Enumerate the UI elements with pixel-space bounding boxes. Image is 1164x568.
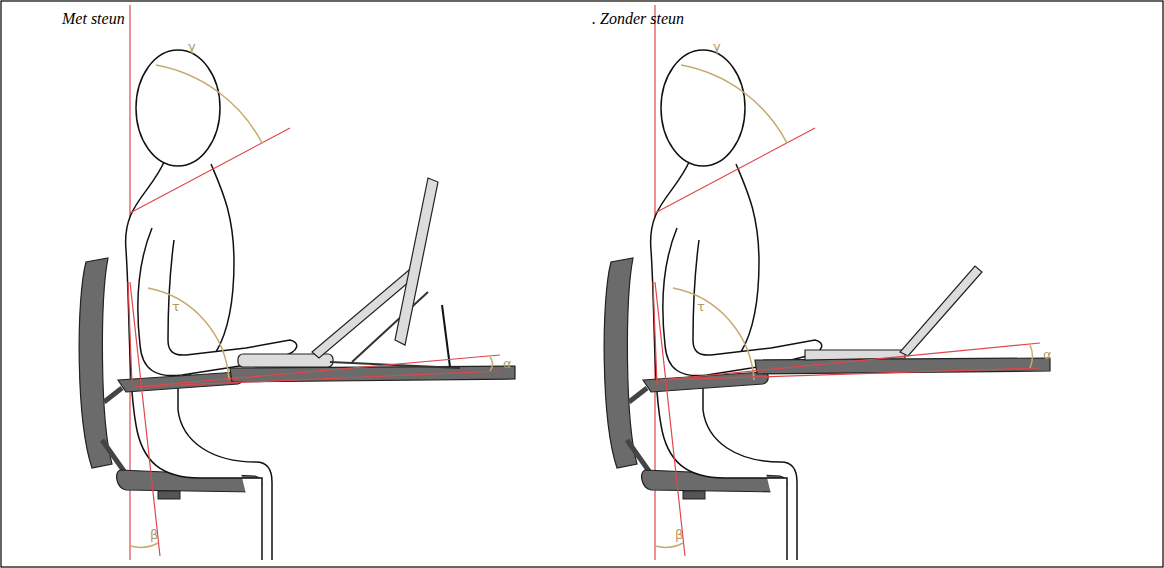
angle-label: γ [188, 40, 196, 54]
desk-with-stand [230, 178, 515, 382]
angle-label: τ [697, 300, 705, 314]
seated-person [604, 5, 822, 560]
panel-title: . Zonder steun [592, 10, 684, 28]
angle-label: α [503, 357, 512, 371]
angle-alpha-right [660, 343, 1040, 380]
seated-person [79, 5, 297, 560]
angle-label: τ [172, 300, 180, 314]
angle-label: β [150, 528, 158, 542]
angle-label: α [1043, 348, 1052, 362]
angle-label: γ [713, 40, 721, 54]
angle-label: β [675, 528, 683, 542]
angle-alpha-left [135, 355, 500, 387]
desk-without-stand [755, 266, 1050, 374]
panel-title: Met steun [62, 10, 125, 28]
